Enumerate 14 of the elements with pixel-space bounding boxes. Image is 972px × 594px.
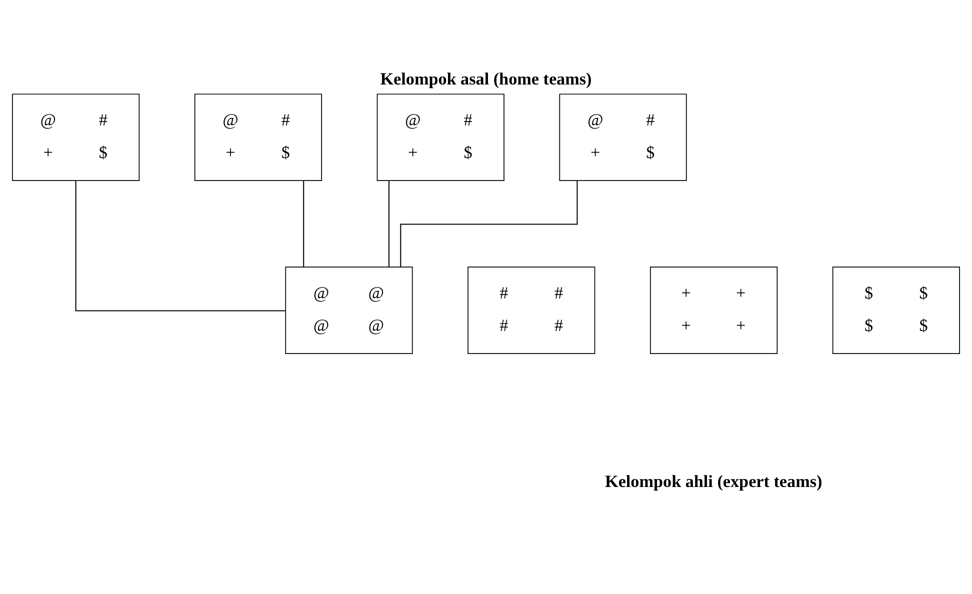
caption: Kelompok ahli (expert teams) bbox=[605, 471, 822, 490]
node-box: @ # + $ bbox=[12, 93, 140, 181]
connector bbox=[75, 180, 286, 311]
node-box: @ # + $ bbox=[376, 93, 504, 181]
node-box: @ @ @ @ bbox=[285, 266, 413, 354]
node-box: @ # + $ bbox=[194, 93, 322, 181]
node-box: @ # + $ bbox=[559, 93, 687, 181]
node-box: $ $ $ $ bbox=[832, 266, 960, 354]
diagram-title: Kelompok asal (home teams) bbox=[380, 69, 592, 88]
node-box: # # # # bbox=[468, 266, 596, 354]
connector bbox=[388, 180, 390, 266]
connector bbox=[400, 180, 578, 267]
node-box: + + + + bbox=[650, 266, 778, 354]
connector bbox=[303, 180, 304, 266]
